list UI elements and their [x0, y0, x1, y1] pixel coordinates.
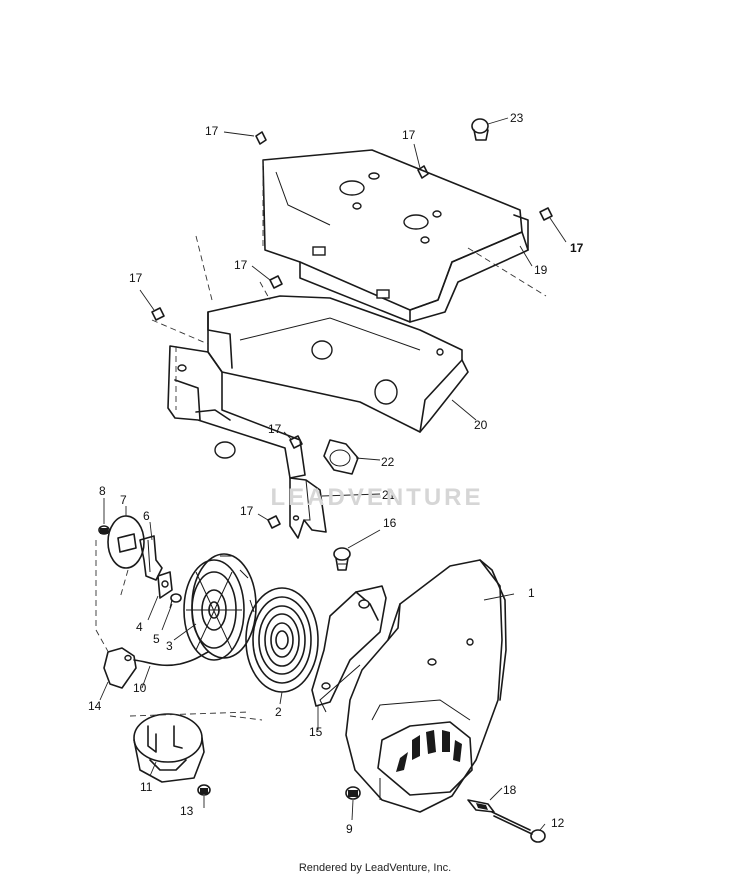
callout-22: 22 [381, 455, 395, 469]
part-21-bracket [289, 477, 327, 539]
callout-9: 9 [346, 822, 353, 836]
part-11-starter-cup [129, 711, 251, 783]
callout-19: 19 [534, 263, 548, 277]
callout-13: 13 [180, 804, 194, 818]
part-17-fasteners [151, 131, 553, 529]
watermark-text: LEADVENTURE [270, 484, 484, 511]
callout-8: 8 [99, 484, 106, 498]
callout-11: 11 [140, 780, 153, 794]
callout-2: 2 [275, 705, 282, 719]
callout-5: 5 [153, 632, 160, 646]
alignment-lines [95, 235, 547, 721]
part-8-screw [98, 525, 110, 535]
part-1-blower-housing [319, 559, 507, 813]
part-12-long-bolt [491, 811, 546, 843]
callout-17f: 17 [268, 422, 282, 436]
callout-10: 10 [133, 681, 147, 695]
callout-7: 7 [120, 493, 127, 507]
callout-labels: 1 2 3 4 5 6 7 8 9 10 11 12 13 14 15 16 1… [88, 111, 584, 836]
part-3-starter-pulley [183, 553, 257, 661]
callout-17c: 17 [570, 241, 584, 255]
callout-1: 1 [528, 586, 535, 600]
callout-23: 23 [510, 111, 524, 125]
callout-17e: 17 [129, 271, 143, 285]
part-16-cap [333, 547, 351, 571]
part-6-plate [139, 535, 163, 581]
callout-4: 4 [136, 620, 143, 634]
footer-credit: Rendered by LeadVenture, Inc. [298, 862, 452, 874]
callout-20: 20 [474, 418, 488, 432]
part-14-handle [103, 647, 137, 689]
part-22-gasket [323, 439, 359, 475]
callout-12: 12 [551, 816, 565, 830]
callout-17a: 17 [205, 124, 219, 138]
part-15-mounting-bracket [311, 585, 387, 707]
callout-6: 6 [143, 509, 150, 523]
callout-17d: 17 [234, 258, 248, 272]
callout-3: 3 [166, 639, 173, 653]
callout-21: 21 [382, 488, 396, 502]
part-5-pin [169, 593, 182, 609]
leader-lines [99, 117, 567, 831]
callout-16: 16 [383, 516, 397, 530]
part-13-bolt [197, 784, 211, 796]
part-10-rope [133, 651, 209, 667]
callout-14: 14 [88, 699, 102, 713]
callout-15: 15 [309, 725, 323, 739]
part-23-cap-screw [471, 118, 489, 141]
part-19-top-cover [262, 149, 529, 323]
part-2-recoil-spring [245, 587, 319, 693]
part-9-nut [345, 786, 361, 800]
part-7-friction-plate [107, 515, 145, 569]
part-18-clip [467, 799, 495, 813]
part-20-shroud-bracket [167, 295, 469, 479]
callout-17g: 17 [240, 504, 254, 518]
callout-17b: 17 [402, 128, 416, 142]
part-4-pawl [157, 571, 173, 599]
callout-18: 18 [503, 783, 517, 797]
